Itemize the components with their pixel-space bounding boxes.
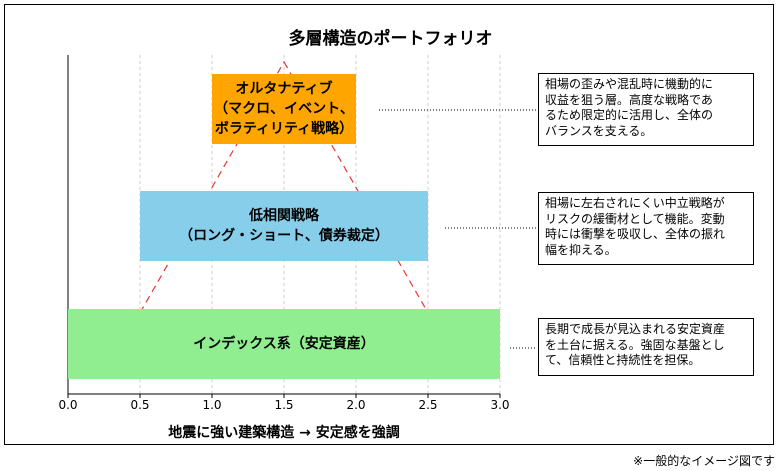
note-low-correlation-line-4: 幅を抑える。 <box>545 242 617 257</box>
x-tick-label: 1.0 <box>202 398 222 412</box>
note-index-line-3: て、信頼性と持続性を担保。 <box>545 353 701 367</box>
note-index-line-2: を土台に据える。強固な基盤とし <box>545 337 725 352</box>
note-alternative: 相場の歪みや混乱時に機動的に 収益を狙う層。高度な戦略であ るため限定的に活用し… <box>538 73 754 146</box>
tier-index: インデックス系（安定資産） <box>68 309 500 379</box>
x-tick-label: 0.0 <box>58 398 78 412</box>
note-alternative-line-3: るため限定的に活用し、全体の <box>545 108 714 122</box>
tier-low-correlation-line-2: （ロング・ショート、債券裁定） <box>179 228 389 244</box>
note-index-line-1: 長期で成長が見込まれる安定資産 <box>545 322 726 336</box>
x-tick-label: 2.5 <box>418 398 438 412</box>
x-axis-label: 地震に強い建築構造 → 安定感を強調 <box>168 425 400 441</box>
tier-alternative-line-2: （マクロ、イベント、 <box>214 101 354 117</box>
x-tick-label: 2.0 <box>346 398 366 412</box>
note-low-correlation: 相場に左右されにくい中立戦略が リスクの緩衝材として機能。変動 時には衝撃を吸収… <box>538 192 754 265</box>
note-low-correlation-line-2: リスクの緩衝材として機能。変動 <box>545 211 725 226</box>
tier-alternative: オルタナティブ （マクロ、イベント、 ボラティリティ戦略） <box>212 74 356 144</box>
tier-alternative-line-1: オルタナティブ <box>235 81 333 97</box>
x-tick-label: 3.0 <box>490 398 510 412</box>
note-low-correlation-line-1: 相場に左右されにくい中立戦略が <box>545 196 725 210</box>
note-alternative-line-1: 相場の歪みや混乱時に機動的に <box>545 77 714 91</box>
note-alternative-line-4: バランスを支える。 <box>545 123 653 138</box>
tier-low-correlation-line-1: 低相関戦略 <box>248 208 319 224</box>
note-low-correlation-line-3: 時には衝撃を吸収し、全体の振れ <box>545 227 726 241</box>
tier-alternative-line-3: ボラティリティ戦略） <box>214 121 354 137</box>
diagram-title: 多層構造のポートフォリオ <box>288 29 493 49</box>
note-index: 長期で成長が見込まれる安定資産 を土台に据える。強固な基盤とし て、信頼性と持続… <box>538 318 754 376</box>
x-tick-label: 0.5 <box>130 398 150 412</box>
tier-index-line-1: インデックス系（安定資産） <box>193 336 375 352</box>
x-tick-label: 1.5 <box>274 398 294 412</box>
tier-low-correlation: 低相関戦略 （ロング・ショート、債券裁定） <box>140 191 428 261</box>
footnote: ※一般的なイメージ図です <box>633 454 775 468</box>
note-alternative-line-2: 収益を狙う層。高度な戦略であ <box>545 92 713 107</box>
